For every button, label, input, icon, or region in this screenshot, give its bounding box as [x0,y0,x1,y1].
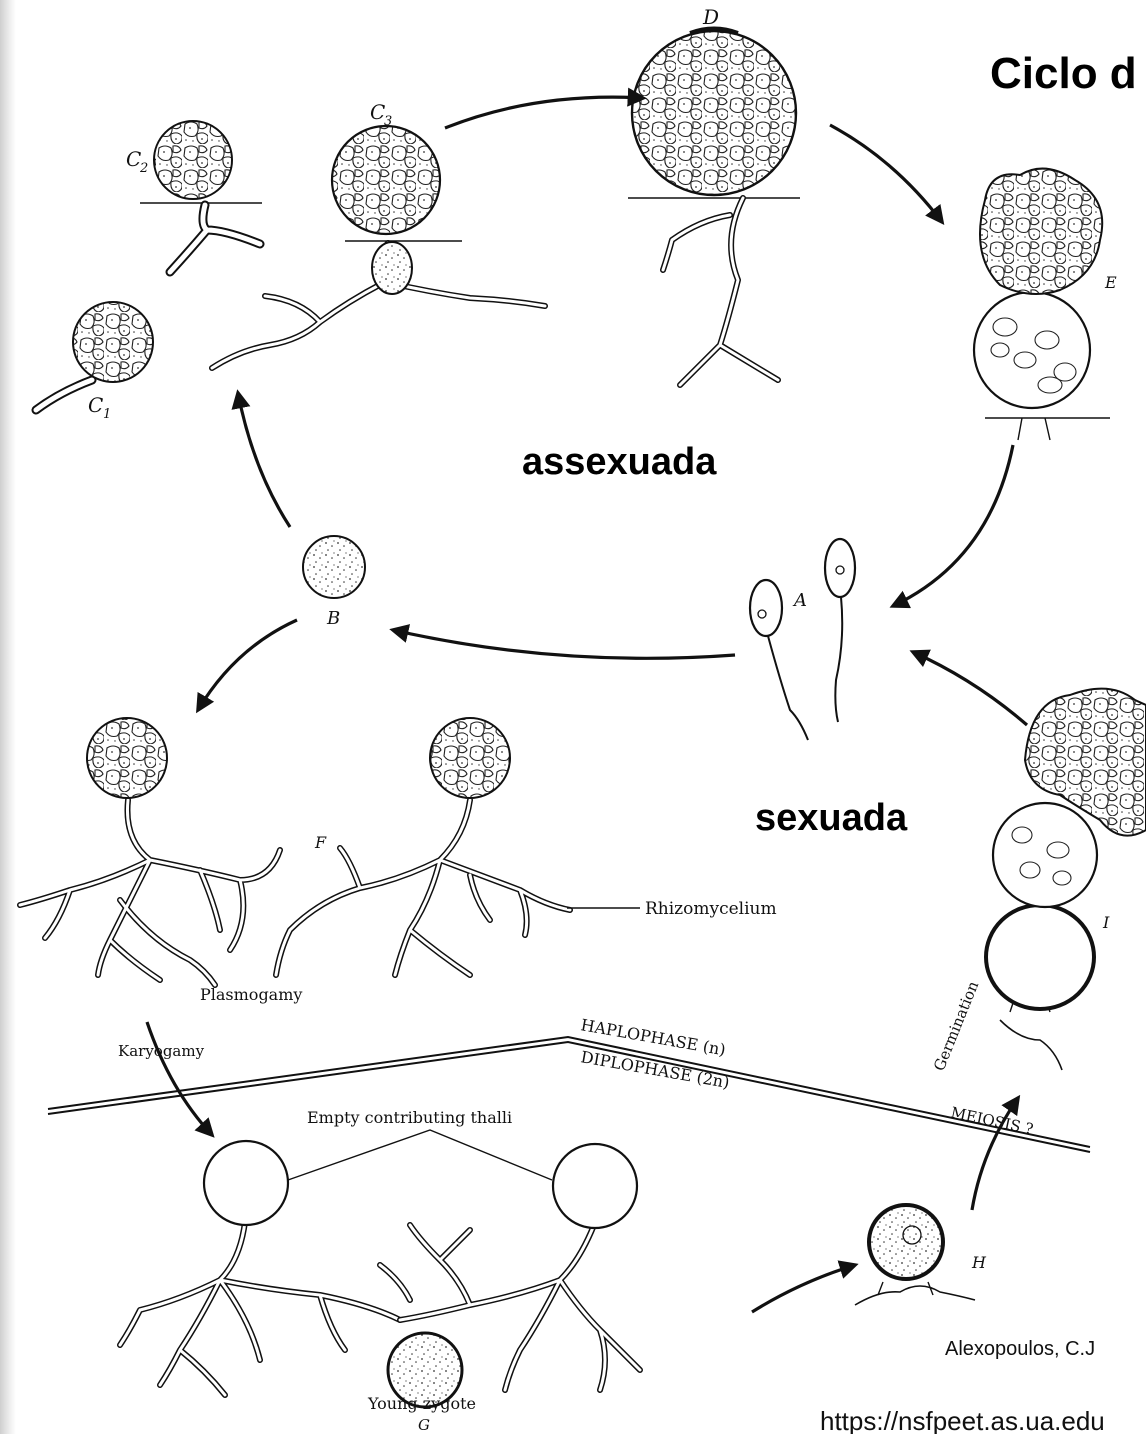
young-zygote-label: Young zygote [367,1394,476,1413]
stage-f-thalli [20,718,640,985]
stage-b-label: B [326,608,340,629]
source-url: https://nsfpeet.as.ua.edu [820,1406,1105,1434]
stage-c3-subscript: 3 [384,114,392,129]
stage-h-resting-spore [855,1205,975,1305]
stage-a-label: A [792,590,807,611]
phase-divider-line [48,1037,1090,1152]
sexual-phase-label: sexuada [755,797,908,839]
stage-c1-subscript: 1 [103,407,111,422]
arrow-d-to-e [830,125,942,222]
stage-d-label: D [702,5,719,29]
arrow-a-to-b [393,630,735,658]
stage-e-label: E [1104,273,1117,292]
arrow-karyogamy [147,1022,212,1135]
stage-a-zoospores [750,539,855,740]
stage-d-sporangium [628,29,800,386]
stage-e-zoospore-release [974,169,1110,440]
rhizomycelium-label: Rhizomycelium [645,899,777,919]
title: Ciclo d [990,49,1137,98]
stage-g-zygote [120,1130,640,1407]
stage-h-label: H [971,1253,987,1272]
stage-i-germinating-spore [986,689,1146,1070]
arrow-c3-to-d [445,97,643,128]
stage-f-label: F [314,833,327,852]
germination-label: Germination [930,978,982,1073]
asexual-phase-label: assexuada [522,441,717,483]
stage-c1-label: C [88,393,103,417]
meiosis-label: MEIOSIS ? [949,1103,1035,1138]
stage-i-label: I [1102,913,1110,932]
author-credit: Alexopoulos, C.J [945,1338,1095,1360]
stage-c2-thallus [140,121,262,272]
arrow-g-to-h [752,1265,855,1312]
arrow-b-to-f [198,620,297,710]
arrow-e-to-a [893,445,1013,606]
plasmogamy-label: Plasmogamy [200,985,302,1004]
arrow-i-to-a [913,652,1027,725]
stage-c2-subscript: 2 [139,161,148,176]
stage-b-resting-body [303,536,365,598]
empty-thalli-label: Empty contributing thalli [307,1108,512,1127]
arrow-b-to-c1 [238,393,290,527]
stage-g-label: G [418,1416,430,1434]
